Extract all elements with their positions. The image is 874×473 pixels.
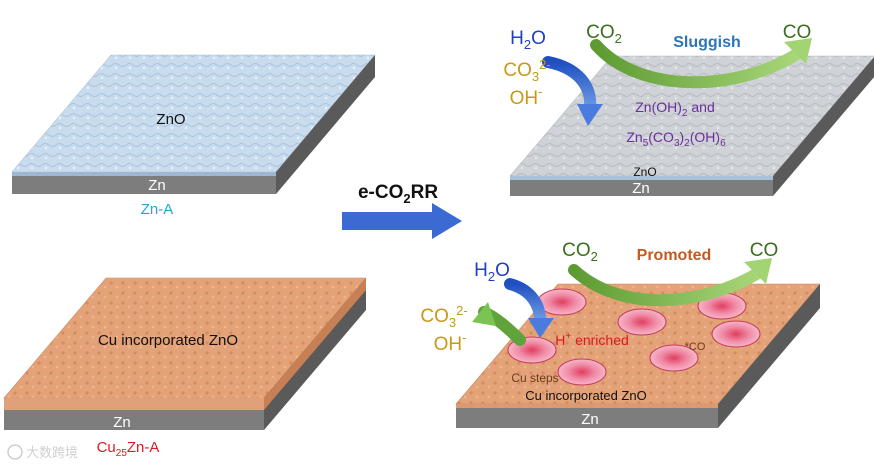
cu-steps-label: Cu steps [511,371,558,385]
water-arrow-2 [504,278,546,326]
cu-zno-label-2: Cu incorporated ZnO [525,388,646,403]
promoted-label: Promoted [637,247,712,264]
oh-release-arrow-head [472,302,496,326]
slab-cu-zn-a: Cu incorporated ZnO Zn Cu25Zn-A [3,277,367,459]
pit [649,344,699,372]
water-arrow [542,56,597,114]
h-enriched-label: H+ enriched [555,331,629,348]
pit [537,288,587,316]
oh-label-bottom: OH- [434,330,467,355]
process-label: e-CO2RR [358,182,438,206]
cu-zn-a-label: Cu25Zn-A [97,439,160,459]
pit [711,320,761,348]
zn-a-label: Zn-A [141,201,174,218]
process-arrow-shape [342,203,462,239]
h2o-label-top: H2O [510,28,546,52]
product-line-1: Zn(OH)2 and [635,99,714,119]
watermark-logo: 大数跨境 [7,444,78,460]
co2-conversion-arrow [590,39,806,89]
product-line-2: Zn5(CO3)2(OH)6 [626,129,726,149]
co3-label-bottom: CO32- [420,303,467,330]
co2-conversion-arrow-2 [568,264,766,307]
oh-label-top: OH- [510,84,543,109]
zno-thin-label: ZnO [633,165,656,179]
h2o-label-bottom: H2O [474,260,510,284]
water-arrow-head [577,104,603,126]
co2-arrow-head [784,38,812,64]
co3-label-top: CO32- [503,57,550,84]
co-label-bottom: CO [750,240,779,261]
cu-step-pits [507,288,761,386]
slab-zn-a: ZnO Zn Zn-A [11,54,376,218]
co-adsorbed-label: *CO [685,341,706,353]
co2-arrow-head-2 [744,258,772,284]
cu-zno-label: Cu incorporated ZnO [98,332,238,349]
pit [617,308,667,336]
slab-cu-zn-a-reacted: Cu incorporated ZnO Zn Cu steps *CO H2O … [420,240,821,428]
sluggish-label: Sluggish [673,34,741,51]
watermark-text: 大数跨境 [26,445,78,460]
co2-label-top: CO2 [586,22,622,46]
process-arrow: e-CO2RR [342,182,462,239]
watermark-icon [7,444,23,460]
water-arrow-head-2 [528,318,554,338]
zno-label: ZnO [156,111,185,128]
pit [557,358,607,386]
slab-zn-a-reacted: ZnO Zn Zn(OH)2 and Zn5(CO3)2(OH)6 H2O CO… [503,22,874,197]
zn-label-4: Zn [581,411,599,428]
zn-label: Zn [148,177,166,194]
zn-label-2: Zn [113,414,131,431]
zn-label-3: Zn [632,180,650,197]
co2-label-bottom: CO2 [562,240,598,264]
co-label-top: CO [783,22,812,43]
